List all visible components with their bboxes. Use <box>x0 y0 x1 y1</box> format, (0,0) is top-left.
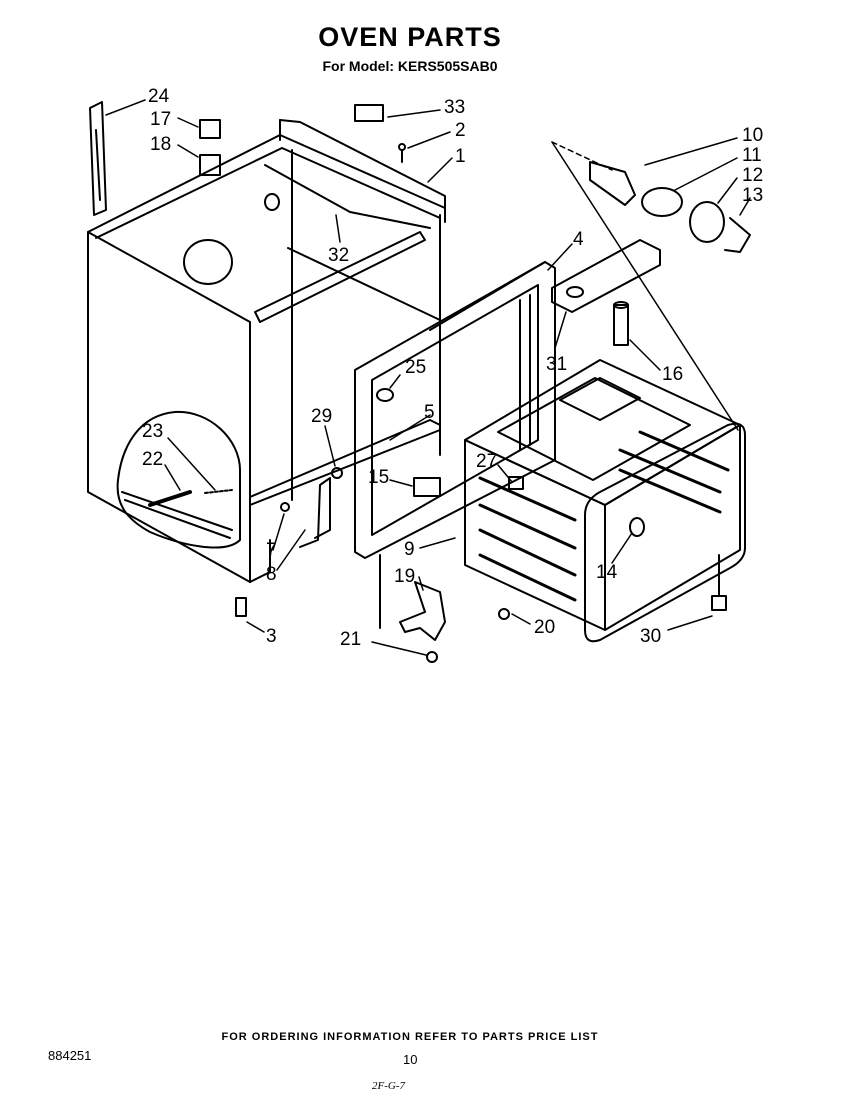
callout-3: 3 <box>266 626 277 647</box>
callout-17: 17 <box>150 109 171 130</box>
left-side-panel <box>87 231 251 583</box>
part-27 <box>508 476 524 490</box>
screw-20 <box>498 608 510 620</box>
callout-2: 2 <box>455 120 466 141</box>
callout-10: 10 <box>742 125 763 146</box>
light-socket <box>589 161 636 206</box>
vent-disk <box>183 239 233 285</box>
callout-22: 22 <box>142 449 163 470</box>
stamp-text: 2F-G-7 <box>372 1080 405 1092</box>
callout-29: 29 <box>311 406 332 427</box>
callout-30: 30 <box>640 626 661 647</box>
callout-31: 31 <box>546 354 567 375</box>
screw-7 <box>280 502 290 512</box>
callout-16: 16 <box>662 364 683 385</box>
oven-cabinet <box>87 101 446 583</box>
callout-12: 12 <box>742 165 763 186</box>
small-parts <box>148 104 751 663</box>
lens-clip <box>724 217 751 253</box>
vent-tube <box>613 304 629 346</box>
leader-lines <box>105 99 751 656</box>
hinge-receiver <box>413 477 441 497</box>
callout-1: 1 <box>455 146 466 167</box>
switch <box>376 388 394 402</box>
callout-21: 21 <box>340 629 361 650</box>
callout-15: 15 <box>368 467 389 488</box>
page-title: OVEN PARTS <box>318 22 502 52</box>
callout-numbers: 24 17 18 33 2 1 10 11 12 13 32 4 31 16 2… <box>142 86 763 650</box>
top-rail <box>87 134 446 233</box>
callout-11: 11 <box>742 145 762 166</box>
callout-13: 13 <box>742 185 763 206</box>
hinge <box>399 581 446 641</box>
front-frame <box>354 261 556 559</box>
light-hole <box>629 517 645 537</box>
page-number: 10 <box>403 1052 418 1067</box>
washer <box>331 467 343 479</box>
model-subtitle: For Model: KERS505SAB0 <box>322 58 498 74</box>
part-17 <box>199 119 221 139</box>
oven-liner <box>464 359 746 643</box>
callout-7: 7 <box>266 540 277 561</box>
nut-21 <box>426 651 438 663</box>
brace <box>254 231 426 323</box>
leg-3 <box>235 597 247 617</box>
callout-33: 33 <box>444 97 465 118</box>
callout-18: 18 <box>150 134 171 155</box>
callout-32: 32 <box>328 245 349 266</box>
document-number: 884251 <box>48 1048 92 1063</box>
callout-4: 4 <box>573 229 584 250</box>
part-18 <box>199 154 221 176</box>
ordering-note: FOR ORDERING INFORMATION REFER TO PARTS … <box>221 1031 599 1043</box>
bracket-24 <box>89 101 107 216</box>
callout-25: 25 <box>405 357 426 378</box>
leveling-foot <box>711 595 727 611</box>
callout-23: 23 <box>142 421 163 442</box>
light-bulb <box>641 187 683 217</box>
terminal-block <box>354 104 384 122</box>
callout-20: 20 <box>534 617 555 638</box>
bracket-8 <box>299 477 331 548</box>
callout-14: 14 <box>596 562 618 583</box>
callout-24: 24 <box>148 86 170 107</box>
callout-19: 19 <box>394 566 415 587</box>
light-lens <box>689 201 725 243</box>
callout-9: 9 <box>404 539 415 560</box>
insulation-cutout <box>116 410 241 549</box>
callout-5: 5 <box>424 402 435 423</box>
insulation-block <box>551 239 661 313</box>
spring <box>148 490 192 507</box>
callout-27: 27 <box>476 451 497 472</box>
callout-8: 8 <box>266 564 277 585</box>
